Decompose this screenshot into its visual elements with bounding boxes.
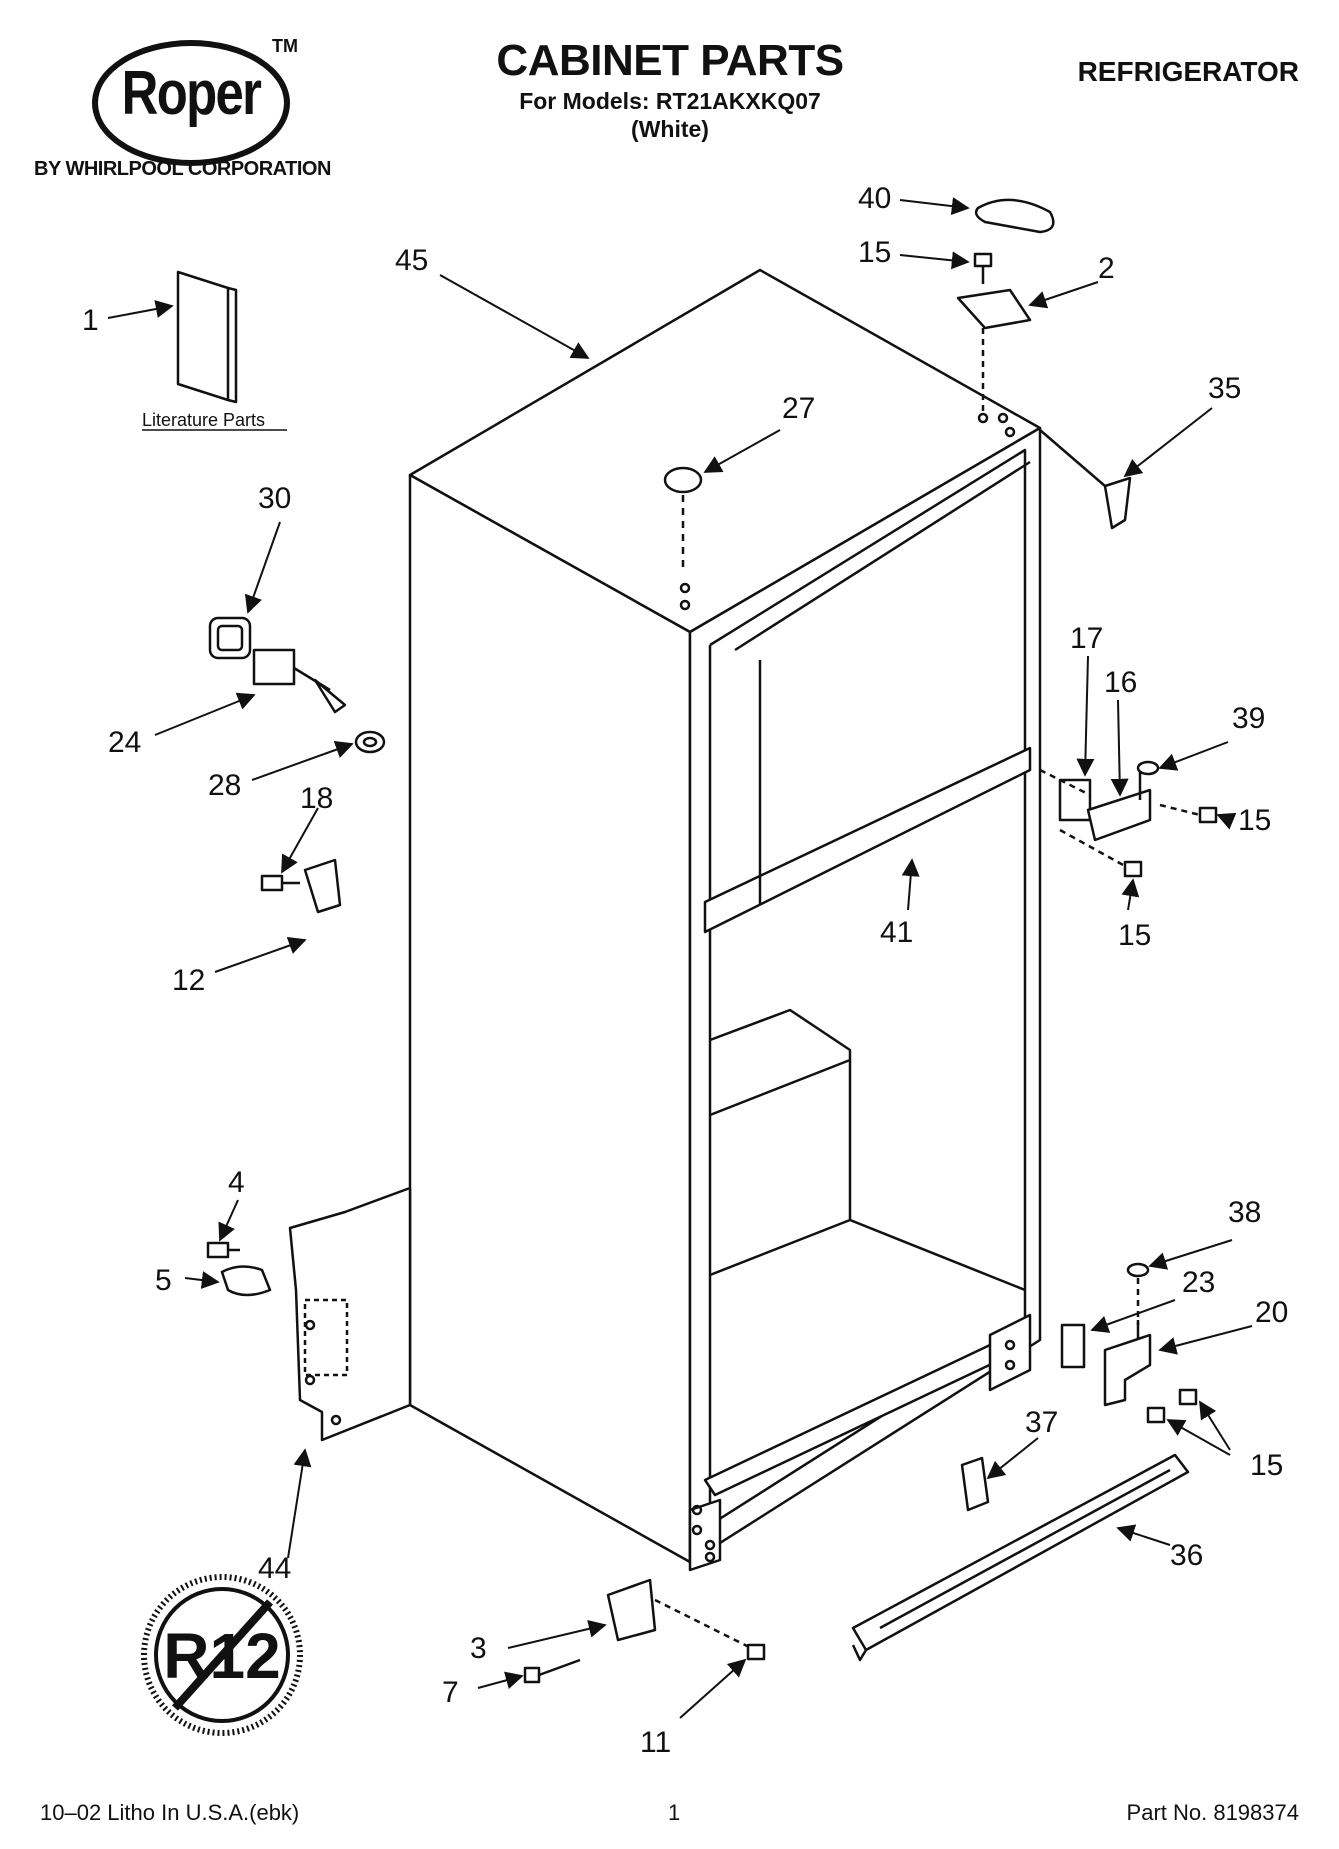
callout-17: 17 — [1070, 622, 1103, 655]
page-number: 1 — [668, 1800, 681, 1825]
part-back-screw — [206, 1241, 240, 1259]
part-top-plug — [663, 466, 703, 570]
callout-37: 37 — [1025, 1406, 1058, 1439]
part-toe-grille — [851, 1453, 1190, 1662]
callout-15-right: 15 — [1238, 804, 1271, 837]
part-bottom-hinge — [1103, 1320, 1152, 1407]
model-color: (White) — [631, 116, 709, 142]
roper-logo — [92, 40, 290, 166]
part-leveler — [606, 1578, 756, 1652]
part-top-screw — [973, 252, 993, 284]
callout-40: 40 — [858, 182, 891, 215]
callout-28: 28 — [208, 769, 241, 802]
callout-4: 4 — [228, 1166, 245, 1199]
callout-35: 35 — [1208, 372, 1241, 405]
part-pin — [523, 1658, 581, 1684]
part-hinge-screw-a — [1059, 828, 1143, 878]
callout-45: 45 — [395, 244, 428, 277]
callout-38: 38 — [1228, 1196, 1261, 1229]
part-literature — [176, 270, 238, 404]
brand-tagline: BY WHIRLPOOL CORPORATION — [34, 158, 331, 180]
model-number: For Models: RT21AKXKQ07 — [519, 88, 821, 114]
r12-no-symbol — [141, 1574, 303, 1736]
part-bottom-washer — [1126, 1262, 1150, 1325]
callout-39: 39 — [1232, 702, 1265, 735]
page-title: CABINET PARTS — [496, 36, 844, 85]
logo-word: Roper — [121, 59, 262, 128]
trademark-mark: TM — [272, 36, 298, 56]
callout-20: 20 — [1255, 1296, 1288, 1329]
callout-1: 1 — [82, 304, 99, 337]
part-latch — [303, 858, 342, 914]
part-hinge-cover — [974, 198, 1055, 234]
part-number: Part No. 8198374 — [1126, 1800, 1299, 1825]
callout-15-bottom: 15 — [1250, 1449, 1283, 1482]
callout-15-hinge: 15 — [1118, 919, 1151, 952]
part-center-hinge-shim — [1058, 778, 1092, 822]
part-latch-screw — [260, 874, 300, 892]
callout-12: 12 — [172, 964, 205, 997]
part-clamp — [220, 1265, 272, 1297]
part-center-washer — [1136, 760, 1160, 776]
part-bottom-screw-b — [1146, 1406, 1166, 1424]
part-bottom-screw-a — [1178, 1388, 1198, 1406]
product-type: REFRIGERATOR — [1077, 56, 1299, 87]
callout-36: 36 — [1170, 1539, 1203, 1572]
part-washer — [354, 730, 386, 754]
part-bezel — [208, 616, 252, 660]
cabinet-body — [408, 268, 1042, 1572]
print-info: 10–02 Litho In U.S.A.(ebk) — [40, 1800, 300, 1825]
callout-7: 7 — [442, 1676, 459, 1709]
part-back-panel — [288, 1186, 412, 1442]
part-top-hinge — [956, 288, 1032, 415]
part-leveler-screw — [746, 1643, 766, 1661]
callout-27: 27 — [782, 392, 815, 425]
callout-18: 18 — [300, 782, 333, 815]
part-bottom-shim — [1060, 1323, 1086, 1369]
callout-44: 44 — [258, 1552, 291, 1585]
callout-23: 23 — [1182, 1266, 1215, 1299]
part-grille-clip — [960, 1456, 990, 1512]
part-shaft — [252, 648, 347, 714]
callout-30: 30 — [258, 482, 291, 515]
r12-label: R12 — [163, 1620, 280, 1692]
callout-16: 16 — [1104, 666, 1137, 699]
callout-11: 11 — [640, 1726, 671, 1759]
part-hinge-cap — [1039, 429, 1132, 530]
callout-3: 3 — [470, 1632, 487, 1665]
callout-15-top: 15 — [858, 236, 891, 269]
part-center-hinge — [1086, 770, 1152, 842]
part-hinge-screw-b — [1159, 803, 1218, 824]
callout-2: 2 — [1098, 252, 1115, 285]
callout-5: 5 — [155, 1264, 172, 1297]
callout-24: 24 — [108, 726, 141, 759]
literature-label: Literature Parts — [142, 410, 265, 430]
callout-41: 41 — [880, 916, 913, 949]
